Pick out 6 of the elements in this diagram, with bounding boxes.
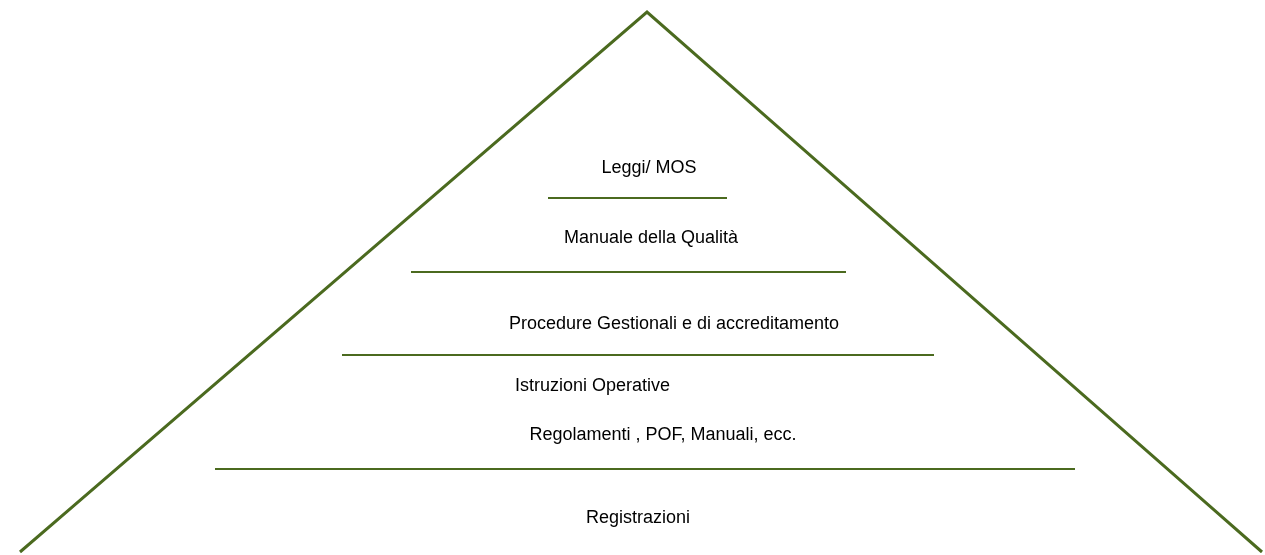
level-label: Registrazioni [586, 506, 690, 528]
level-label: Leggi/ MOS [601, 156, 697, 178]
level-label: Istruzioni Operative [515, 374, 671, 396]
level-label: Regolamenti , POF, Manuali, ecc. [529, 423, 797, 445]
level-label: Procedure Gestionali e di accreditamento [508, 312, 840, 334]
level-label: Manuale della Qualità [563, 226, 739, 248]
